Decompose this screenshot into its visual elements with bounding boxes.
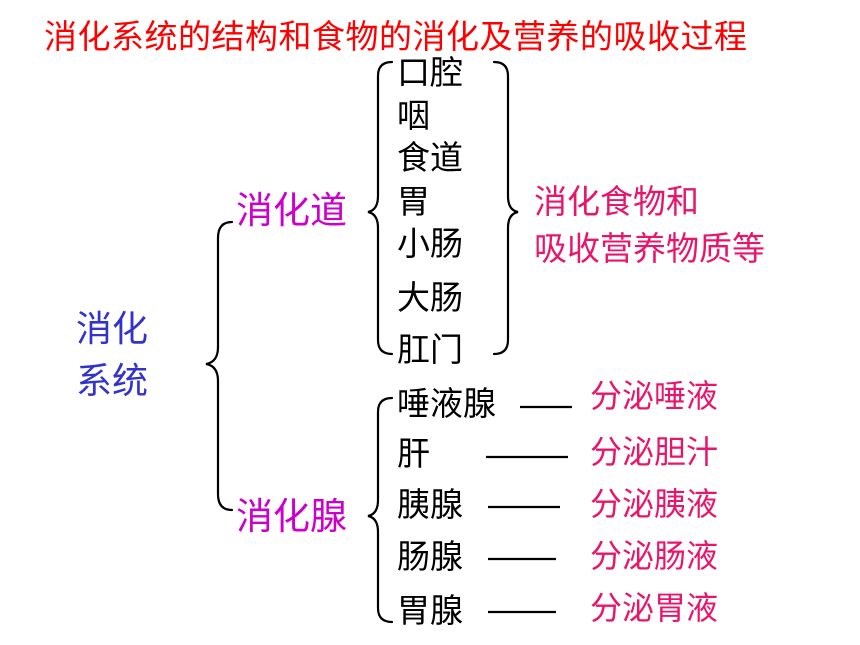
tract-left-brace xyxy=(367,60,394,356)
organ-item: 肛门 xyxy=(397,330,463,369)
gland-secretion: 分泌唾液 xyxy=(590,377,719,415)
glands-left-brace xyxy=(367,396,394,624)
category-glands: 消化腺 xyxy=(236,495,347,538)
organ-item: 口腔 xyxy=(397,53,463,92)
gland-name: 唾液腺 xyxy=(397,384,496,423)
organ-item: 咽 xyxy=(397,96,430,135)
gland-name: 肝 xyxy=(397,434,430,473)
gland-secretion: 分泌胃液 xyxy=(590,589,719,627)
organ-item: 小肠 xyxy=(397,224,463,263)
gland-secretion: 分泌肠液 xyxy=(590,537,719,575)
gland-secretion: 分泌胆汁 xyxy=(590,433,719,471)
tract-function-line1: 消化食物和 xyxy=(534,182,699,221)
root-label-line1: 消化 xyxy=(76,309,149,350)
gland-name: 胃腺 xyxy=(397,591,463,630)
organ-item: 食道 xyxy=(397,138,463,177)
root-label-line2: 系统 xyxy=(76,361,149,402)
diagram-title: 消化系统的结构和食物的消化及营养的吸收过程 xyxy=(44,17,748,56)
gland-name: 胰腺 xyxy=(397,485,463,524)
organ-item: 大肠 xyxy=(397,278,463,317)
category-tract: 消化道 xyxy=(236,189,347,232)
root-brace xyxy=(205,220,234,512)
organ-item: 胃 xyxy=(397,182,430,221)
gland-name: 肠腺 xyxy=(397,537,463,576)
tract-right-brace xyxy=(492,60,519,356)
tract-function-line2: 吸收营养物质等 xyxy=(534,229,765,268)
gland-secretion: 分泌胰液 xyxy=(590,485,719,523)
